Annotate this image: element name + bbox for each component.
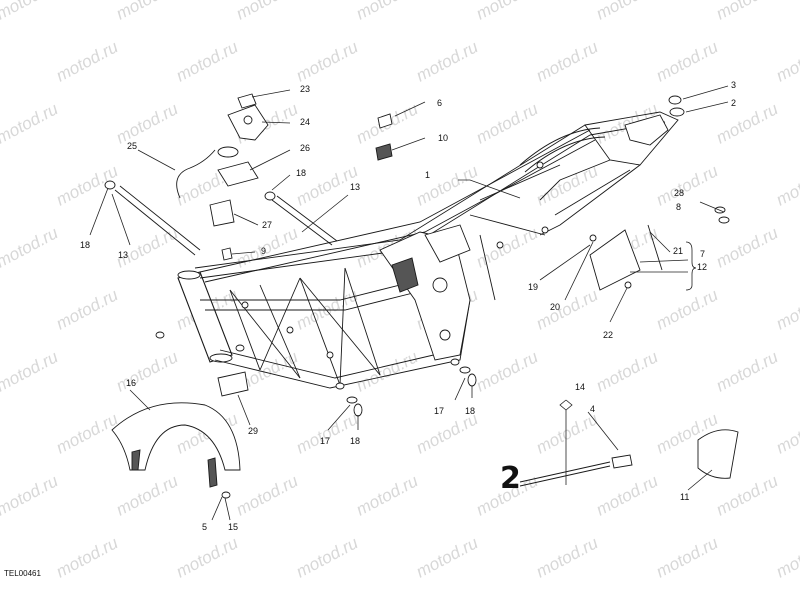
callout-label: 24 xyxy=(300,117,310,127)
watermark-text: motod.ru xyxy=(53,409,122,458)
watermark-text: motod.ru xyxy=(413,533,482,582)
watermark-text: motod.ru xyxy=(0,0,62,24)
callout-label: 15 xyxy=(228,522,238,532)
watermark-text: motod.ru xyxy=(533,533,602,582)
watermark-text: motod.ru xyxy=(0,285,2,334)
callout-label: 13 xyxy=(118,250,128,260)
callout-label: 26 xyxy=(300,143,310,153)
watermark-text: motod.ru xyxy=(713,347,782,396)
watermark-text: motod.ru xyxy=(353,0,422,24)
watermark-text: motod.ru xyxy=(53,285,122,334)
callout-label: 19 xyxy=(528,282,538,292)
watermark-text: motod.ru xyxy=(593,347,662,396)
callout-label: 9 xyxy=(261,246,266,256)
watermark-text: motod.ru xyxy=(653,37,722,86)
watermark-text: motod.ru xyxy=(233,0,302,24)
watermark-text: motod.ru xyxy=(713,223,782,272)
watermark-text: motod.ru xyxy=(473,347,542,396)
callout-label: 17 xyxy=(320,436,330,446)
watermark-text: motod.ru xyxy=(113,223,182,272)
watermark-text: motod.ru xyxy=(0,471,62,520)
callout-label: 18 xyxy=(80,240,90,250)
callout-label: 8 xyxy=(676,202,681,212)
watermark-text: motod.ru xyxy=(773,37,800,86)
watermark-text: motod.ru xyxy=(713,99,782,148)
callout-label: 21 xyxy=(673,246,683,256)
watermark-text: motod.ru xyxy=(0,347,62,396)
watermark-text: motod.ru xyxy=(413,161,482,210)
watermark-text: motod.ru xyxy=(113,347,182,396)
callout-label: 18 xyxy=(296,168,306,178)
callout-label: 6 xyxy=(437,98,442,108)
callout-label: 18 xyxy=(350,436,360,446)
watermark-text: motod.ru xyxy=(0,533,2,582)
watermark-text: motod.ru xyxy=(773,409,800,458)
callout-label: 25 xyxy=(127,141,137,151)
watermark-text: motod.ru xyxy=(353,471,422,520)
callout-label: 11 xyxy=(680,492,689,502)
callout-label: 17 xyxy=(434,406,444,416)
callout-label: 4 xyxy=(590,404,595,414)
watermark-text: motod.ru xyxy=(713,0,782,24)
watermark-text: motod.ru xyxy=(773,533,800,582)
watermark-text: motod.ru xyxy=(293,285,362,334)
watermark-text: motod.ru xyxy=(53,533,122,582)
callout-label: 2 xyxy=(731,98,736,108)
watermark-text: motod.ru xyxy=(593,471,662,520)
callout-label: 20 xyxy=(550,302,560,312)
callout-label: 16 xyxy=(126,378,136,388)
callout-label: 5 xyxy=(202,522,207,532)
watermark-text: motod.ru xyxy=(773,161,800,210)
watermark-text: motod.ru xyxy=(533,285,602,334)
watermark-text: motod.ru xyxy=(0,99,62,148)
callout-label: 23 xyxy=(300,84,310,94)
callout-label: 14 xyxy=(575,382,585,392)
watermark-text: motod.ru xyxy=(473,99,542,148)
watermark-text: motod.ru xyxy=(0,223,62,272)
watermark-text: motod.ru xyxy=(113,471,182,520)
watermark-text: motod.ru xyxy=(233,471,302,520)
watermark-text: motod.ru xyxy=(0,37,2,86)
watermark-text: motod.ru xyxy=(653,285,722,334)
watermark-text: motod.ru xyxy=(533,37,602,86)
callout-label: 7 xyxy=(700,249,705,259)
callout-label: 28 xyxy=(674,188,684,198)
watermark-text: motod.ru xyxy=(233,223,302,272)
callout-label: 22 xyxy=(603,330,613,340)
loose-parts xyxy=(104,93,739,499)
watermark-text: motod.ru xyxy=(413,409,482,458)
watermark-text: motod.ru xyxy=(173,37,242,86)
watermark-text: motod.ru xyxy=(113,0,182,24)
watermark-text: motod.ru xyxy=(773,285,800,334)
leader-lines xyxy=(89,85,729,521)
watermark-text: motod.ru xyxy=(113,99,182,148)
callout-label: 1 xyxy=(425,170,430,180)
drawing-code: TEL00461 xyxy=(4,569,41,578)
watermark-text: motod.ru xyxy=(653,161,722,210)
callout-labels: 1 2 3 4 5 6 7 8 9 10 11 12 13 13 14 15 1… xyxy=(80,80,736,532)
watermark-text: motod.ru xyxy=(173,533,242,582)
callout-label: 10 xyxy=(438,133,448,143)
callout-label: 18 xyxy=(465,406,475,416)
handwritten-mark: 2 xyxy=(500,461,521,496)
watermark-text: motod.ru xyxy=(53,37,122,86)
callout-label: 27 xyxy=(262,220,272,230)
watermark-text: motod.ru xyxy=(293,533,362,582)
main-frame xyxy=(155,111,679,390)
watermark-text: motod.ru xyxy=(593,0,662,24)
watermark-text: motod.ru xyxy=(653,533,722,582)
callout-label: 13 xyxy=(350,182,360,192)
watermark-text: motod.ru xyxy=(0,409,2,458)
callout-label: 3 xyxy=(731,80,736,90)
watermark-text: motod.ru xyxy=(473,0,542,24)
watermark-text: motod.ru xyxy=(293,409,362,458)
callout-label: 12 xyxy=(697,262,707,272)
callout-label: 29 xyxy=(248,426,258,436)
watermark-text: motod.ru xyxy=(293,37,362,86)
watermark-text: motod.ru xyxy=(413,37,482,86)
watermark-text: motod.ru xyxy=(0,161,2,210)
